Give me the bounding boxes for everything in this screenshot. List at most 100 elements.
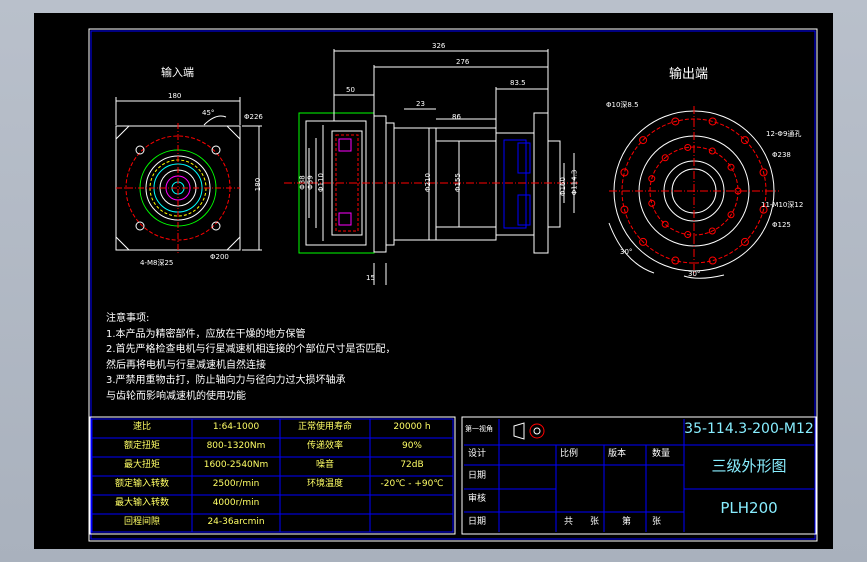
spec-value: 2500r/min	[212, 479, 260, 489]
sheet-no-label: 第	[622, 517, 632, 527]
notes-line: 3.严禁用重物击打，防止轴向力与径向力过大损坏轴承	[106, 375, 346, 386]
notes-line: 与齿轮而影响减速机的使用功能	[106, 390, 246, 402]
notes-block: 注意事项: 1.本产品为精密部件，应放在干燥的地方保管 2.首先严格检查电机与行…	[106, 311, 396, 404]
dim-276: 276	[456, 58, 470, 66]
dim-out-dia: Φ238	[772, 151, 791, 159]
thread-hole	[648, 175, 656, 183]
dim-86: 86	[452, 113, 461, 121]
dim-phi114: Φ114.3	[570, 169, 579, 196]
output-end-view	[608, 106, 779, 279]
spec-key: 传递效率	[306, 441, 343, 451]
notes-title: 注意事项:	[106, 313, 150, 324]
spec-key: 最大输入转数	[114, 498, 169, 508]
flange-hole	[740, 237, 749, 246]
spec-value: 90%	[401, 441, 422, 451]
thread-hole	[648, 199, 656, 207]
cad-drawing	[88, 28, 818, 542]
dim-out-inner: Φ125	[772, 221, 791, 229]
thread-hole	[661, 154, 669, 162]
design-label: 设计	[468, 449, 487, 459]
flange-hole	[740, 136, 749, 145]
dim-23: 23	[416, 100, 425, 108]
dim-phi110: Φ110	[316, 173, 325, 192]
thread-hole	[708, 147, 716, 155]
spec-table	[89, 416, 456, 535]
spec-key: 额定输入转数	[114, 479, 169, 489]
dim-phi38: Φ38	[298, 175, 307, 190]
dim-height: 180	[254, 177, 263, 192]
flange-hole	[671, 117, 680, 126]
thread-hole	[684, 143, 692, 151]
spec-value: 1600-2540Nm	[203, 460, 269, 470]
flange-hole	[759, 205, 768, 214]
thread-hole	[708, 227, 716, 235]
total-label: 共	[564, 517, 574, 527]
thread-hole	[684, 231, 692, 239]
input-end-label: 输入端	[161, 66, 194, 79]
dim-out-angle2: 30°	[688, 270, 701, 278]
dim-out-holes: 12-Φ9通孔	[766, 130, 802, 138]
spec-key: 环境温度	[306, 479, 343, 489]
notes-line: 2.首先严格检查电机与行星减速机相连接的个部位尺寸是否匹配，	[106, 344, 396, 355]
flange-hole	[708, 117, 717, 126]
thread-hole	[727, 211, 735, 219]
spec-key: 最大扭矩	[123, 460, 160, 470]
dim-phi210: Φ210	[423, 173, 432, 192]
date-label: 日期	[468, 471, 487, 481]
flange-hole	[620, 168, 629, 177]
spec-value: 72dB	[400, 460, 424, 470]
spec-value: 800-1320Nm	[206, 441, 266, 451]
spec-key: 速比	[132, 422, 151, 432]
thread-hole	[661, 220, 669, 228]
thread-hole	[727, 163, 735, 171]
dim-pcd: Φ226	[244, 113, 263, 121]
spec-key: 回程间隙	[123, 517, 160, 527]
spec-value: 24-36arcmin	[207, 517, 265, 527]
dim-phi155: Φ155	[453, 173, 462, 192]
ratio-header: 比例	[560, 449, 579, 459]
dim-bore: Φ200	[210, 253, 229, 261]
notes-line: 然后再将电机与行星减速机自然连接	[106, 359, 266, 371]
dim-phi59: Φ59	[306, 175, 315, 190]
sheet-unit: 张	[590, 517, 600, 527]
flange-hole	[639, 237, 648, 246]
input-end-view	[115, 97, 262, 253]
quantity-header: 数量	[652, 449, 671, 459]
flange-hole	[759, 168, 768, 177]
dim-width: 180	[168, 92, 182, 100]
flange-hole	[671, 256, 680, 265]
drawing-code: 35-114.3-200-M12	[684, 421, 814, 437]
dim-out-thread: 11-M10深12	[761, 201, 804, 209]
dim-out-angle1: 30°	[620, 248, 633, 256]
spec-key: 额定扭矩	[123, 441, 160, 451]
thread-hole	[734, 187, 742, 195]
output-end-label: 输出端	[669, 67, 709, 82]
date-label: 日期	[468, 517, 487, 527]
side-view	[284, 49, 579, 285]
flange-hole	[639, 136, 648, 145]
drawing-sheet: 输入端 输出端 180 45° Φ226 180 4-M8深25 Φ200 32…	[34, 13, 833, 549]
first-angle-icon	[513, 422, 525, 440]
drawing-name: 三级外形图	[711, 457, 787, 475]
dim-phi160: Φ160	[558, 177, 567, 196]
spec-value: 1:64-1000	[212, 422, 260, 432]
spec-value: 20000 h	[393, 422, 431, 432]
angle-label: 第一视角	[465, 425, 493, 433]
dim-326: 326	[432, 42, 446, 50]
spec-key: 噪音	[315, 460, 334, 470]
notes-line: 1.本产品为精密部件，应放在干燥的地方保管	[106, 328, 306, 340]
inner-border	[88, 28, 818, 542]
flange-hole	[620, 205, 629, 214]
version-header: 版本	[608, 449, 627, 459]
dim-50: 50	[346, 86, 355, 94]
review-label: 审核	[468, 494, 487, 504]
spec-value: -20℃ - +90℃	[380, 479, 444, 489]
spec-key: 正常使用寿命	[297, 422, 352, 432]
dim-15: 15	[366, 274, 375, 282]
sheet-unit: 张	[652, 517, 662, 527]
dim-out-pcd: Φ10深8.5	[606, 101, 639, 109]
model-name: PLH200	[720, 499, 778, 517]
title-block	[461, 416, 817, 535]
dim-angle: 45°	[202, 109, 215, 117]
